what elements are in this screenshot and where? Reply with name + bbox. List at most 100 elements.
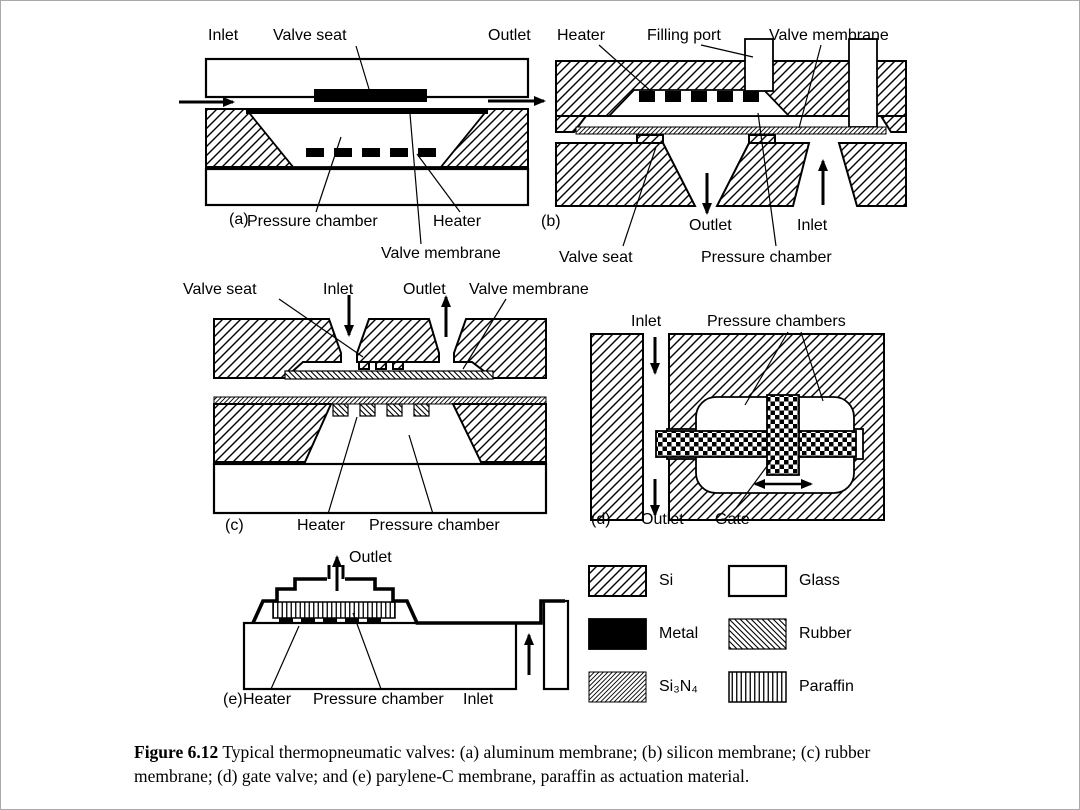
- panel-a-pressure-chamber-leader: [315, 136, 342, 213]
- panel-b-right-support: [879, 115, 907, 133]
- panel-a-label-outlet: Outlet: [488, 27, 531, 44]
- panel-b-filling-port-left: [744, 38, 774, 92]
- panel-d-gate-cross: [766, 394, 800, 476]
- panel-b-label-filling-port: Filling port: [647, 27, 721, 44]
- panel-a-valve-seat-leader: [355, 45, 370, 90]
- panel-b-valve-membrane: [575, 126, 887, 135]
- panel-e-membrane-right: [345, 577, 565, 625]
- panel-d-tag: (d): [591, 511, 611, 528]
- panel-a-label-heater: Heater: [433, 213, 482, 230]
- legend-label-rubber: Rubber: [799, 625, 852, 642]
- legend-label-metal: Metal: [659, 625, 699, 642]
- panel-e-label-inlet: Inlet: [463, 691, 494, 708]
- panel-c-valve-membrane-leader: [462, 298, 507, 370]
- panel-c-top-wafer-left: [213, 318, 342, 379]
- panel-d-gate-leader: [735, 457, 774, 509]
- panel-d-chamber-leader-1: [744, 331, 789, 406]
- panel-b-heater-leader: [598, 44, 654, 94]
- legend-label-si: Si: [659, 572, 674, 589]
- panel-b-drawing: [555, 38, 907, 247]
- panel-c-valve-seat-leader: [278, 298, 364, 358]
- panel-b-filling-port-right: [848, 38, 878, 128]
- panel-c-valve-seat-teeth: [358, 361, 404, 370]
- panel-b-label-pressure-chamber: Pressure chamber: [701, 249, 832, 266]
- panel-c-tag: (c): [225, 517, 244, 534]
- panel-a-drawing: [179, 45, 546, 245]
- panel-b-bottom-wafer-right: [837, 142, 907, 207]
- panel-b-valve-membrane-leader: [798, 44, 822, 129]
- panel-e-tag: (e): [223, 691, 243, 708]
- panel-b-bottom-wafer-mid: [715, 142, 811, 207]
- panel-c-valve-membrane: [284, 370, 494, 380]
- legend-label-paraffin: Paraffin: [799, 678, 854, 695]
- panel-b-label-heater: Heater: [557, 27, 606, 44]
- panel-e-glass-post: [542, 599, 570, 691]
- panel-a-label-pressure-chamber: Pressure chamber: [247, 213, 378, 230]
- panel-c-bottom-wafer-right: [451, 403, 547, 463]
- panel-c-label-heater: Heater: [297, 517, 346, 534]
- panel-a-label-valve-membrane: Valve membrane: [381, 245, 501, 262]
- panel-c-top-wafer-right: [453, 318, 547, 379]
- panel-e-label-pressure-chamber: Pressure chamber: [313, 691, 444, 708]
- panel-a-label-inlet: Inlet: [208, 27, 239, 44]
- panel-d-gate-bar: [655, 430, 857, 458]
- panel-e-label-outlet: Outlet: [349, 549, 392, 566]
- panel-c-heater-leader: [327, 416, 358, 515]
- panel-a-valve-membrane-leader: [409, 113, 422, 245]
- panel-a-heater-leader: [416, 153, 461, 213]
- panel-a-tag: (a): [229, 211, 249, 228]
- panel-e-pressure-chamber-leader: [352, 612, 382, 690]
- panel-b-label-outlet: Outlet: [689, 217, 732, 234]
- panel-c-heater: [332, 403, 430, 417]
- panel-b-valve-seat-left: [636, 134, 664, 144]
- panel-c-label-valve-seat: Valve seat: [183, 281, 257, 298]
- panel-c-bottom-wafer-left: [213, 403, 333, 463]
- panel-e-glass-substrate: [242, 621, 518, 691]
- panel-e-heater-leader: [270, 625, 300, 690]
- panel-b-pressure-chamber-leader: [757, 112, 777, 247]
- figure-caption-label: Figure 6.12: [134, 742, 219, 762]
- panel-c-pressure-chamber-leader: [408, 434, 434, 515]
- panel-d-label-gate: Gate: [715, 511, 750, 528]
- legend-swatch-si: [588, 565, 647, 597]
- figure-caption: Figure 6.12 Typical thermopneumatic valv…: [134, 740, 952, 788]
- panel-b-label-valve-membrane: Valve membrane: [769, 27, 889, 44]
- panel-a-valve-seat: [314, 89, 427, 102]
- panel-c-nitride-film: [213, 396, 547, 405]
- panel-e-drawing: [242, 555, 570, 691]
- panel-b-heater: [639, 91, 759, 102]
- panel-e-label-heater: Heater: [243, 691, 292, 708]
- panel-c-top-wafer-mid: [356, 318, 440, 363]
- panel-c-label-outlet: Outlet: [403, 281, 446, 298]
- panel-e-membrane-left: [251, 577, 327, 624]
- legend-swatch-glass: [727, 564, 788, 598]
- panel-c-label-valve-membrane: Valve membrane: [469, 281, 589, 298]
- panel-c-bottom-glass: [212, 462, 548, 515]
- panel-b-label-valve-seat: Valve seat: [559, 249, 633, 266]
- panel-a-label-valve-seat: Valve seat: [273, 27, 347, 44]
- legend-label-glass: Glass: [799, 572, 840, 589]
- legend-swatch-paraffin: [728, 671, 787, 703]
- panel-e-paraffin: [272, 601, 396, 619]
- panel-b-left-support: [555, 115, 588, 133]
- panel-b-tag: (b): [541, 213, 561, 230]
- panel-b-valve-seat-leader: [622, 146, 657, 247]
- panel-b-filling-port-leader: [700, 44, 754, 58]
- legend-drawing: [588, 564, 788, 703]
- legend-label-si3n4: Si₃N₄: [659, 678, 698, 695]
- panel-e-heater: [279, 618, 381, 623]
- panel-d-label-pressure-chambers: Pressure chambers: [707, 313, 846, 330]
- panel-c-label-pressure-chamber: Pressure chamber: [369, 517, 500, 534]
- figure-caption-text: Typical thermopneumatic valves: (a) alum…: [134, 742, 871, 787]
- panel-b-bottom-wafer-left: [555, 142, 697, 207]
- panel-b-label-inlet: Inlet: [797, 217, 828, 234]
- panel-d-label-inlet: Inlet: [631, 313, 662, 330]
- panel-a-bottom-glass: [204, 167, 530, 207]
- panel-d-left-si-wall: [590, 333, 644, 521]
- legend-swatch-rubber: [728, 618, 787, 650]
- panel-a-heater: [306, 148, 436, 157]
- panel-c-drawing: [212, 295, 548, 515]
- panel-c-label-inlet: Inlet: [323, 281, 354, 298]
